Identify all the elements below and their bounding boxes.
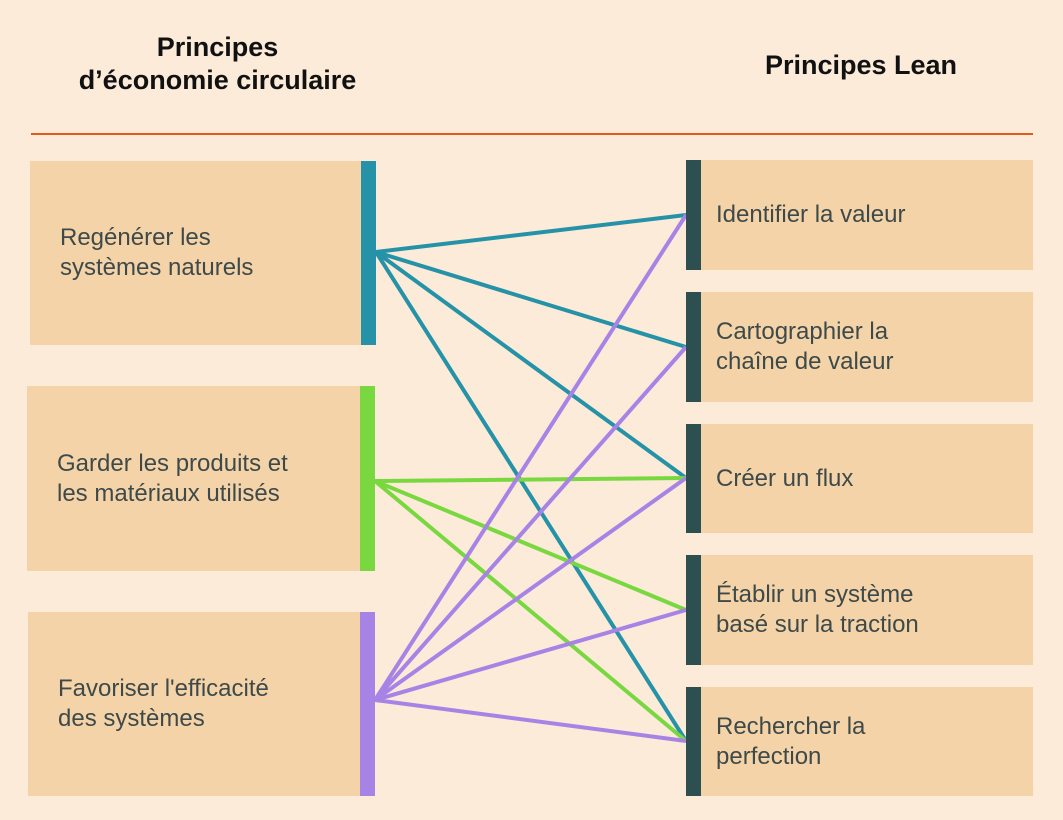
- lean-principle-box: [701, 160, 1033, 270]
- circular-economy-heading-line-2: d’économie circulaire: [78, 65, 357, 95]
- lean-principle-box: [701, 424, 1033, 533]
- link-regenerate-value: [375, 213, 687, 254]
- link-regenerate-map: [375, 250, 687, 349]
- lean-principle-box: [701, 555, 1033, 665]
- lean-principle-bar: [686, 292, 701, 402]
- lean-principle-label: Identifier la valeur: [716, 160, 1023, 270]
- link-efficiency-perfection: [374, 698, 687, 743]
- lean-heading: Principes Lean: [764, 50, 958, 80]
- circular-principle-bar: [360, 386, 375, 571]
- lean-principle-box: [701, 687, 1033, 796]
- link-efficiency-value: [373, 213, 688, 702]
- lean-principle-bar: [686, 555, 701, 665]
- lean-principle-label-text: Identifier la valeur: [716, 201, 906, 228]
- lean-principle-bar: [686, 687, 701, 796]
- circular-principle-box: [30, 161, 362, 345]
- circular-economy-heading-line-1: Principes: [156, 32, 279, 62]
- link-regenerate-flow: [374, 250, 688, 480]
- circular-principle-box: [27, 386, 362, 571]
- link-efficiency-pull: [374, 608, 687, 702]
- link-keep-flow: [374, 476, 687, 483]
- circular-economy-heading: Principes d’économie circulaire: [30, 31, 405, 97]
- lean-principle-bar: [686, 424, 701, 533]
- link-regenerate-perfection: [374, 250, 688, 743]
- circular-principle-box: [28, 612, 361, 796]
- lean-principle-label-text: Créer un flux: [716, 464, 854, 492]
- circular-principle-bar: [361, 161, 376, 345]
- link-efficiency-map: [373, 345, 688, 702]
- link-keep-pull: [374, 479, 687, 612]
- link-efficiency-flow: [373, 476, 688, 702]
- lean-principle-label: Créer un flux: [716, 424, 1023, 533]
- header-divider: [31, 133, 1033, 135]
- circular-principle-bar: [360, 612, 375, 796]
- lean-principle-bar: [686, 160, 701, 270]
- link-keep-perfection: [373, 479, 688, 743]
- lean-principle-box: [701, 292, 1033, 402]
